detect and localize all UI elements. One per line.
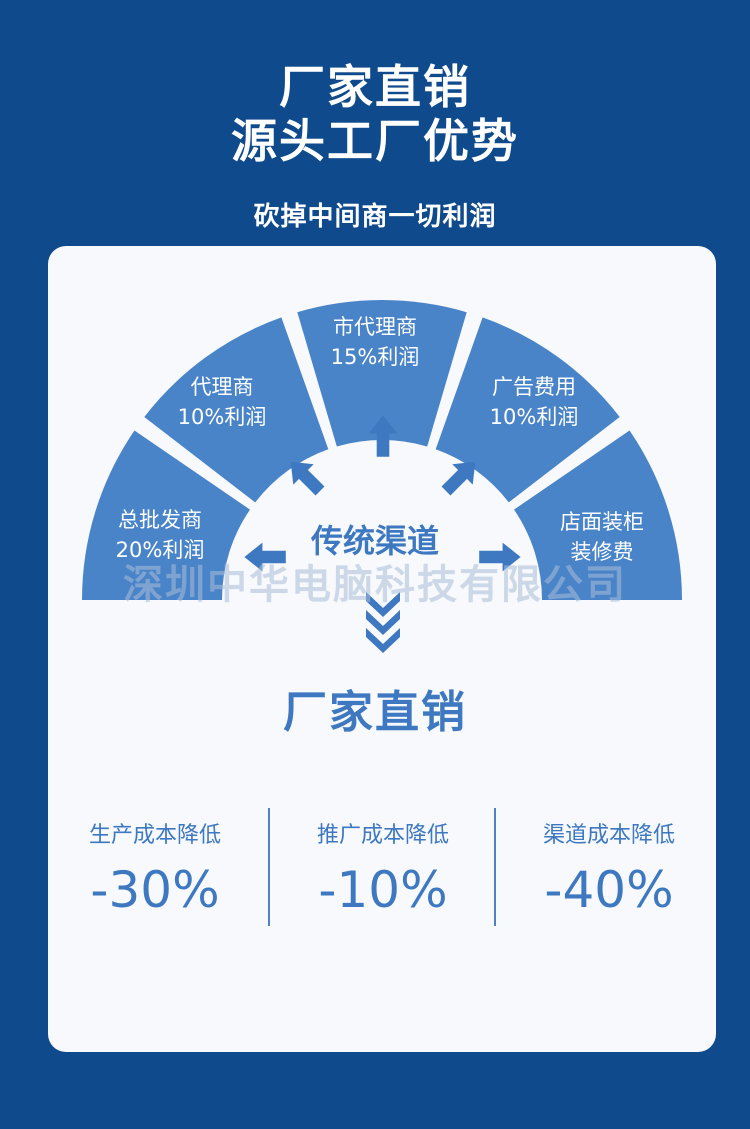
segment-label-city-agent: 市代理商 15%利润 bbox=[330, 315, 420, 369]
benefit-promotion-cost: 推广成本降低 -10% bbox=[270, 820, 496, 926]
benefit-label: 生产成本降低 bbox=[88, 823, 221, 848]
benefit-label: 推广成本降低 bbox=[316, 823, 449, 848]
traditional-channel-label: 传统渠道 bbox=[310, 522, 439, 560]
header-subtitle: 砍掉中间商一切利润 bbox=[253, 202, 497, 232]
chevron-down-icon bbox=[366, 628, 400, 653]
header-title-line2: 源头工厂优势 bbox=[231, 114, 519, 168]
segment-city-agent bbox=[297, 300, 467, 447]
arrow-right-icon bbox=[479, 542, 521, 572]
benefit-value: -10% bbox=[318, 861, 448, 919]
company-watermark: 深圳中华电脑科技有限公司 bbox=[123, 562, 627, 608]
segment-label-wholesaler: 总批发商 20%利润 bbox=[115, 508, 205, 562]
chevron-down-icon bbox=[366, 610, 400, 635]
chevron-down-icon bbox=[366, 592, 400, 617]
segment-label-agent: 代理商 10%利润 bbox=[177, 375, 267, 429]
direct-sales-title: 厂家直销 bbox=[283, 687, 467, 738]
divider bbox=[494, 808, 496, 926]
segment-wholesaler bbox=[82, 430, 250, 600]
segment-store-decoration bbox=[514, 430, 682, 600]
arrow-left-icon bbox=[244, 542, 286, 572]
header-title-line1: 厂家直销 bbox=[279, 60, 471, 114]
divider bbox=[268, 808, 270, 926]
arrow-up-icon bbox=[368, 415, 398, 457]
benefit-production-cost: 生产成本降低 -30% bbox=[42, 820, 268, 926]
benefit-channel-cost: 渠道成本降低 -40% bbox=[496, 820, 722, 926]
arrow-up-left-icon bbox=[290, 461, 325, 496]
benefit-value: -30% bbox=[90, 861, 220, 919]
benefit-label: 渠道成本降低 bbox=[542, 823, 675, 848]
segment-label-store-decoration: 店面装柜 装修费 bbox=[560, 510, 644, 564]
segment-advertising bbox=[435, 317, 620, 503]
arrow-up-right-icon bbox=[441, 461, 476, 496]
channel-diagram bbox=[82, 300, 682, 653]
segment-agent bbox=[144, 317, 329, 503]
segment-label-advertising: 广告费用 10%利润 bbox=[489, 375, 579, 429]
benefit-value: -40% bbox=[544, 861, 674, 919]
